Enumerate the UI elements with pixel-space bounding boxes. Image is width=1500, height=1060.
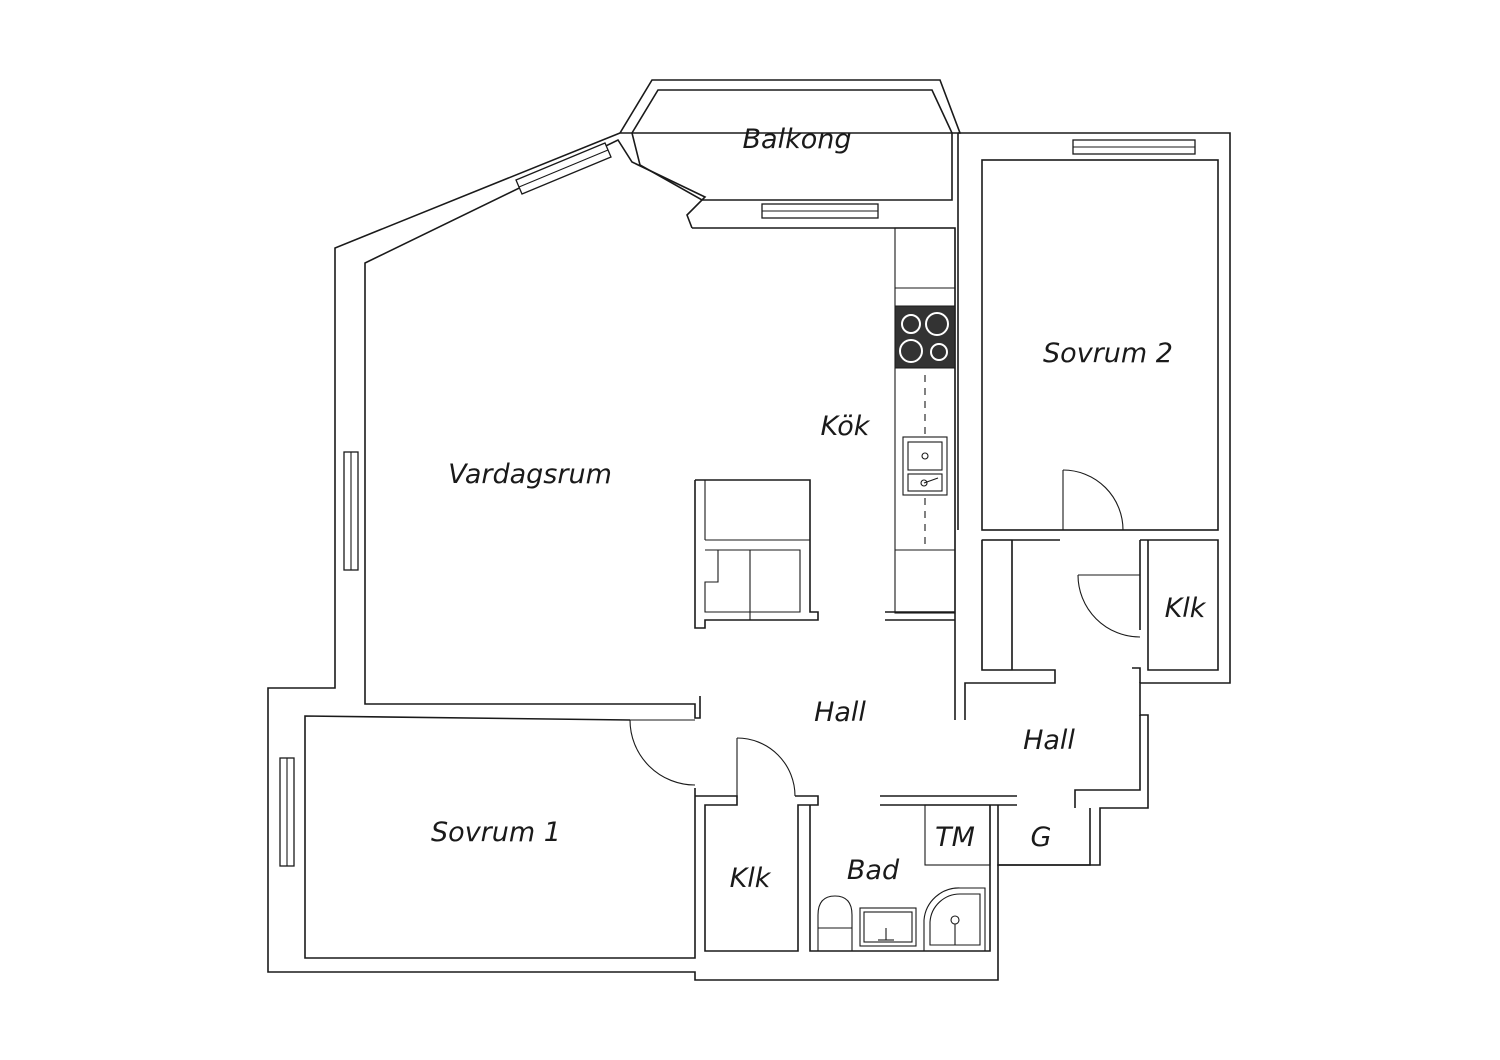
stove-burner-1: [901, 314, 921, 334]
sink-tap: [920, 479, 928, 487]
door-sovrum1-swing: [629, 719, 696, 786]
tm-box: [924, 804, 991, 866]
door-klk-left-swing: [736, 737, 796, 797]
bad-outline: [809, 805, 991, 952]
kitchen-counter: [894, 227, 956, 614]
sink-bowl-2: [907, 473, 943, 492]
washbasin-inner: [863, 911, 913, 943]
door-sovrum2-swing: [1062, 469, 1124, 531]
wardrobe-unit: [981, 539, 1013, 671]
island-inner: [704, 549, 801, 613]
stove-burner-3: [899, 339, 923, 363]
shower-drain: [950, 915, 960, 925]
label-hall-center: Hall: [814, 697, 866, 728]
label-sovrum2: Sovrum 2: [1043, 338, 1173, 369]
klk-left-walls: [695, 795, 819, 952]
label-klk-left: Klk: [730, 863, 772, 894]
counter-outline: [894, 227, 956, 614]
hall-right-east: [1074, 715, 1141, 808]
toilet: [817, 895, 853, 951]
label-hall-right: Hall: [1023, 725, 1075, 756]
stove-burner-2: [925, 312, 949, 336]
label-vardagsrum: Vardagsrum: [448, 459, 612, 490]
wardrobe-outline: [964, 540, 1056, 720]
stove-burner-4: [930, 343, 948, 361]
kitchen-island: [694, 479, 819, 629]
hall-right-lower-wall: [1132, 667, 1141, 683]
kitchen-top-wall: [692, 227, 956, 590]
sink-bowl-1: [907, 441, 943, 471]
sink-drain: [921, 452, 929, 460]
island-outline: [694, 479, 819, 629]
balcony-outline-inner: [631, 89, 953, 201]
label-klk-right: Klk: [1165, 593, 1207, 624]
washbasin: [859, 907, 917, 947]
sovrum2-walls: [981, 159, 1219, 531]
label-g: G: [1031, 822, 1052, 853]
label-sovrum1: Sovrum 1: [431, 817, 561, 848]
g-box: [997, 805, 1091, 866]
balcony-outline-outer: [618, 79, 962, 134]
inner-wall-outline-left: [364, 138, 707, 719]
door-klk-right-swing: [1077, 574, 1141, 638]
sink-outline: [902, 436, 948, 496]
outer-wall-outline: [267, 132, 1231, 981]
window-diagonal-line: [518, 149, 609, 188]
balcony: [618, 79, 962, 201]
label-tm: TM: [935, 822, 975, 853]
shower: [923, 887, 986, 952]
doors: [629, 469, 1141, 798]
label-bad: Bad: [847, 855, 900, 886]
outer-walls: [267, 132, 1231, 981]
bath-area: [695, 795, 1091, 952]
room-labels: Balkong Vardagsrum Kök Sovrum 2 Klk Hall…: [431, 124, 1207, 894]
sink-tap-handle: [923, 477, 939, 484]
shower-inner: [929, 893, 981, 946]
label-balkong: Balkong: [743, 124, 852, 155]
label-kok: Kök: [821, 411, 871, 442]
windows: [279, 139, 1196, 867]
closet-right-walls: [1140, 539, 1219, 671]
sovrum1-walls: [304, 715, 696, 959]
